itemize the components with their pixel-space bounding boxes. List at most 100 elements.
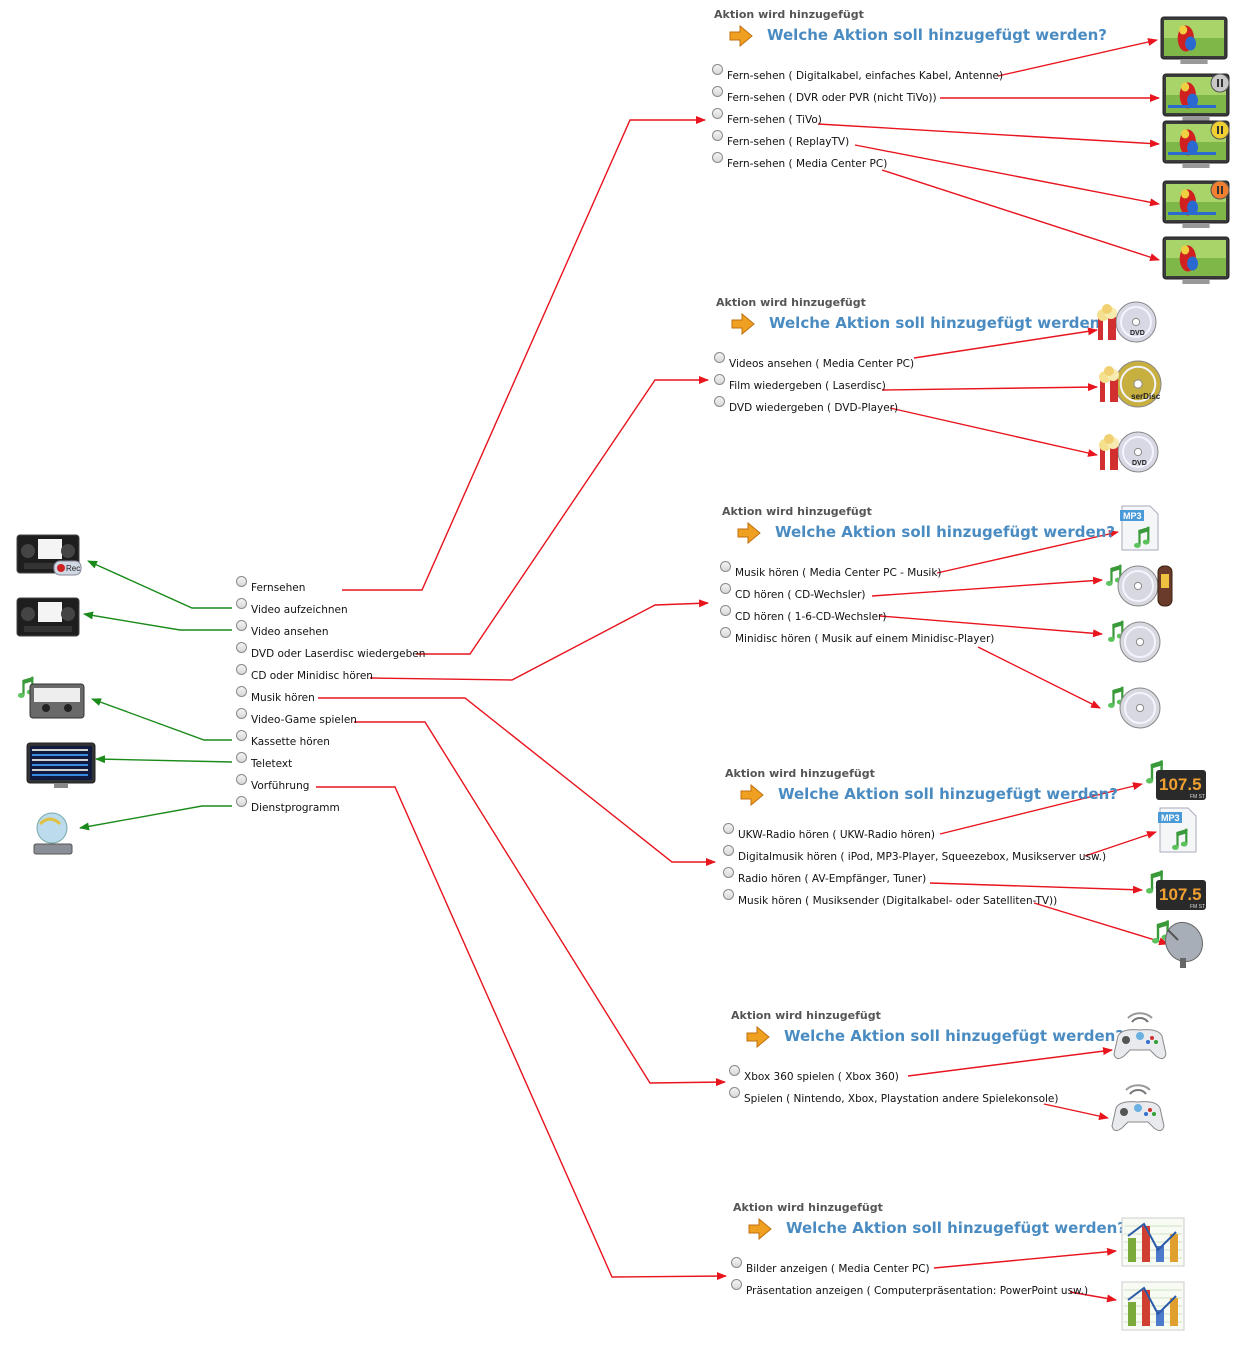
sub-option[interactable]: CD hören ( CD-Wechsler) <box>720 583 866 602</box>
main-option[interactable]: Dienstprogramm <box>236 796 340 815</box>
group-subheading: Aktion wird hinzugefügt <box>714 8 864 21</box>
radio-button[interactable] <box>236 796 247 807</box>
sub-option[interactable]: Präsentation anzeigen ( Computerpräsenta… <box>731 1279 1088 1298</box>
sub-option[interactable]: Film wiedergeben ( Laserdisc) <box>714 374 886 393</box>
main-option[interactable]: DVD oder Laserdisc wiedergeben <box>236 642 426 661</box>
sub-option[interactable]: Musik hören ( Musiksender (Digitalkabel-… <box>723 889 1057 908</box>
sub-option[interactable]: CD hören ( 1-6-CD-Wechsler) <box>720 605 887 624</box>
sub-option[interactable]: Xbox 360 spielen ( Xbox 360) <box>729 1065 899 1084</box>
red-connector-arrow <box>817 123 1160 148</box>
group-heading: Welche Aktion soll hinzugefügt werden? <box>778 785 1119 803</box>
main-option[interactable]: Fernsehen <box>236 576 305 595</box>
cd-jukebox-icon <box>1106 564 1173 607</box>
sub-option[interactable]: Musik hören ( Media Center PC - Musik) <box>720 561 942 580</box>
radio-button[interactable] <box>712 130 723 141</box>
radio-button[interactable] <box>723 889 734 900</box>
radio-button[interactable] <box>723 845 734 856</box>
sub-option[interactable]: Radio hören ( AV-Empfänger, Tuner) <box>723 867 927 886</box>
chart-presentation-icon <box>1121 1217 1185 1267</box>
red-connector-arrow <box>1084 831 1157 857</box>
radio-button[interactable] <box>714 352 725 363</box>
radio-button[interactable] <box>720 627 731 638</box>
sub-option[interactable]: Fern-sehen ( Digitalkabel, einfaches Kab… <box>712 64 1004 83</box>
vhs-icon <box>16 597 80 637</box>
sub-option[interactable]: Spielen ( Nintendo, Xbox, Playstation an… <box>729 1087 1059 1106</box>
option-label: Fern-sehen ( ReplayTV) <box>727 136 850 148</box>
radio-button[interactable] <box>236 730 247 741</box>
group-heading: Welche Aktion soll hinzugefügt werden? <box>769 314 1110 332</box>
radio-button[interactable] <box>712 108 723 119</box>
radio-button[interactable] <box>236 708 247 719</box>
sub-option[interactable]: UKW-Radio hören ( UKW-Radio hören) <box>723 823 935 842</box>
radio-button[interactable] <box>731 1279 742 1290</box>
red-connector-arrow <box>354 721 726 1087</box>
sub-option[interactable]: DVD wiedergeben ( DVD-Player) <box>714 396 898 415</box>
red-connector-arrow <box>929 882 1143 894</box>
sub-option[interactable]: Fern-sehen ( DVR oder PVR (nicht TiVo)) <box>712 86 937 105</box>
red-connector-arrow <box>316 786 727 1281</box>
fm-radio-icon: 107.5FM ST <box>1146 760 1206 800</box>
radio-button[interactable] <box>729 1087 740 1098</box>
sub-option[interactable]: Fern-sehen ( Media Center PC) <box>712 152 887 171</box>
main-option[interactable]: Vorführung <box>236 774 309 793</box>
option-label: Xbox 360 spielen ( Xbox 360) <box>744 1071 899 1083</box>
green-connector-arrow <box>83 611 232 631</box>
group-subheading: Aktion wird hinzugefügt <box>733 1201 883 1214</box>
radio-button[interactable] <box>236 664 247 675</box>
radio-button[interactable] <box>236 642 247 653</box>
radio-button[interactable] <box>236 774 247 785</box>
fm-radio-icon: 107.5FM ST <box>1146 870 1206 910</box>
green-connector-arrow <box>95 755 233 764</box>
header-arrow-icon <box>746 1025 770 1049</box>
sub-option[interactable]: Digitalmusik hören ( iPod, MP3-Player, S… <box>723 845 1106 864</box>
radio-button[interactable] <box>714 396 725 407</box>
radio-button[interactable] <box>720 561 731 572</box>
sub-option[interactable]: Minidisc hören ( Musik auf einem Minidis… <box>720 627 994 646</box>
main-option[interactable]: Kassette hören <box>236 730 330 749</box>
radio-button[interactable] <box>723 867 734 878</box>
option-label: Kassette hören <box>251 736 330 748</box>
radio-button[interactable] <box>714 374 725 385</box>
popcorn-dvd-icon: DVD <box>1097 301 1157 343</box>
radio-button[interactable] <box>236 598 247 609</box>
green-connector-arrow <box>91 698 232 741</box>
radio-button[interactable] <box>712 152 723 163</box>
radio-button[interactable] <box>712 64 723 75</box>
satellite-dish-icon <box>1152 920 1204 968</box>
header-arrow-icon <box>737 521 761 545</box>
option-label: Radio hören ( AV-Empfänger, Tuner) <box>738 873 927 885</box>
svg-text:MP3: MP3 <box>1161 813 1180 823</box>
tv-pause-icon <box>1162 180 1230 228</box>
radio-button[interactable] <box>723 823 734 834</box>
radio-button[interactable] <box>236 620 247 631</box>
radio-button[interactable] <box>236 686 247 697</box>
radio-button[interactable] <box>720 583 731 594</box>
radio-button[interactable] <box>731 1257 742 1268</box>
sub-option[interactable]: Bilder anzeigen ( Media Center PC) <box>731 1257 930 1276</box>
radio-button[interactable] <box>236 576 247 587</box>
cassette-icon <box>18 676 85 719</box>
radio-button[interactable] <box>236 752 247 763</box>
green-connector-arrow <box>87 560 232 609</box>
main-option[interactable]: Video ansehen <box>236 620 329 639</box>
sub-option[interactable]: Videos ansehen ( Media Center PC) <box>714 352 914 371</box>
radio-button[interactable] <box>712 86 723 97</box>
music-cd-icon <box>1108 686 1161 729</box>
option-label: Bilder anzeigen ( Media Center PC) <box>746 1263 930 1275</box>
main-option[interactable]: Video-Game spielen <box>236 708 357 727</box>
main-option[interactable]: CD oder Minidisc hören <box>236 664 373 683</box>
main-option[interactable]: Musik hören <box>236 686 315 705</box>
radio-button[interactable] <box>720 605 731 616</box>
red-connector-arrow <box>913 327 1098 359</box>
radio-button[interactable] <box>729 1065 740 1076</box>
sub-option[interactable]: Fern-sehen ( ReplayTV) <box>712 130 850 149</box>
header-arrow-icon <box>729 24 753 48</box>
option-label: Fern-sehen ( Digitalkabel, einfaches Kab… <box>727 70 1004 82</box>
option-label: Teletext <box>251 758 293 770</box>
option-label: CD hören ( 1-6-CD-Wechsler) <box>735 611 887 623</box>
sub-option[interactable]: Fern-sehen ( TiVo) <box>712 108 822 127</box>
main-option[interactable]: Teletext <box>236 752 293 771</box>
option-label: DVD oder Laserdisc wiedergeben <box>251 648 426 660</box>
main-option[interactable]: Video aufzeichnen <box>236 598 348 617</box>
svg-text:107.5: 107.5 <box>1159 775 1202 794</box>
